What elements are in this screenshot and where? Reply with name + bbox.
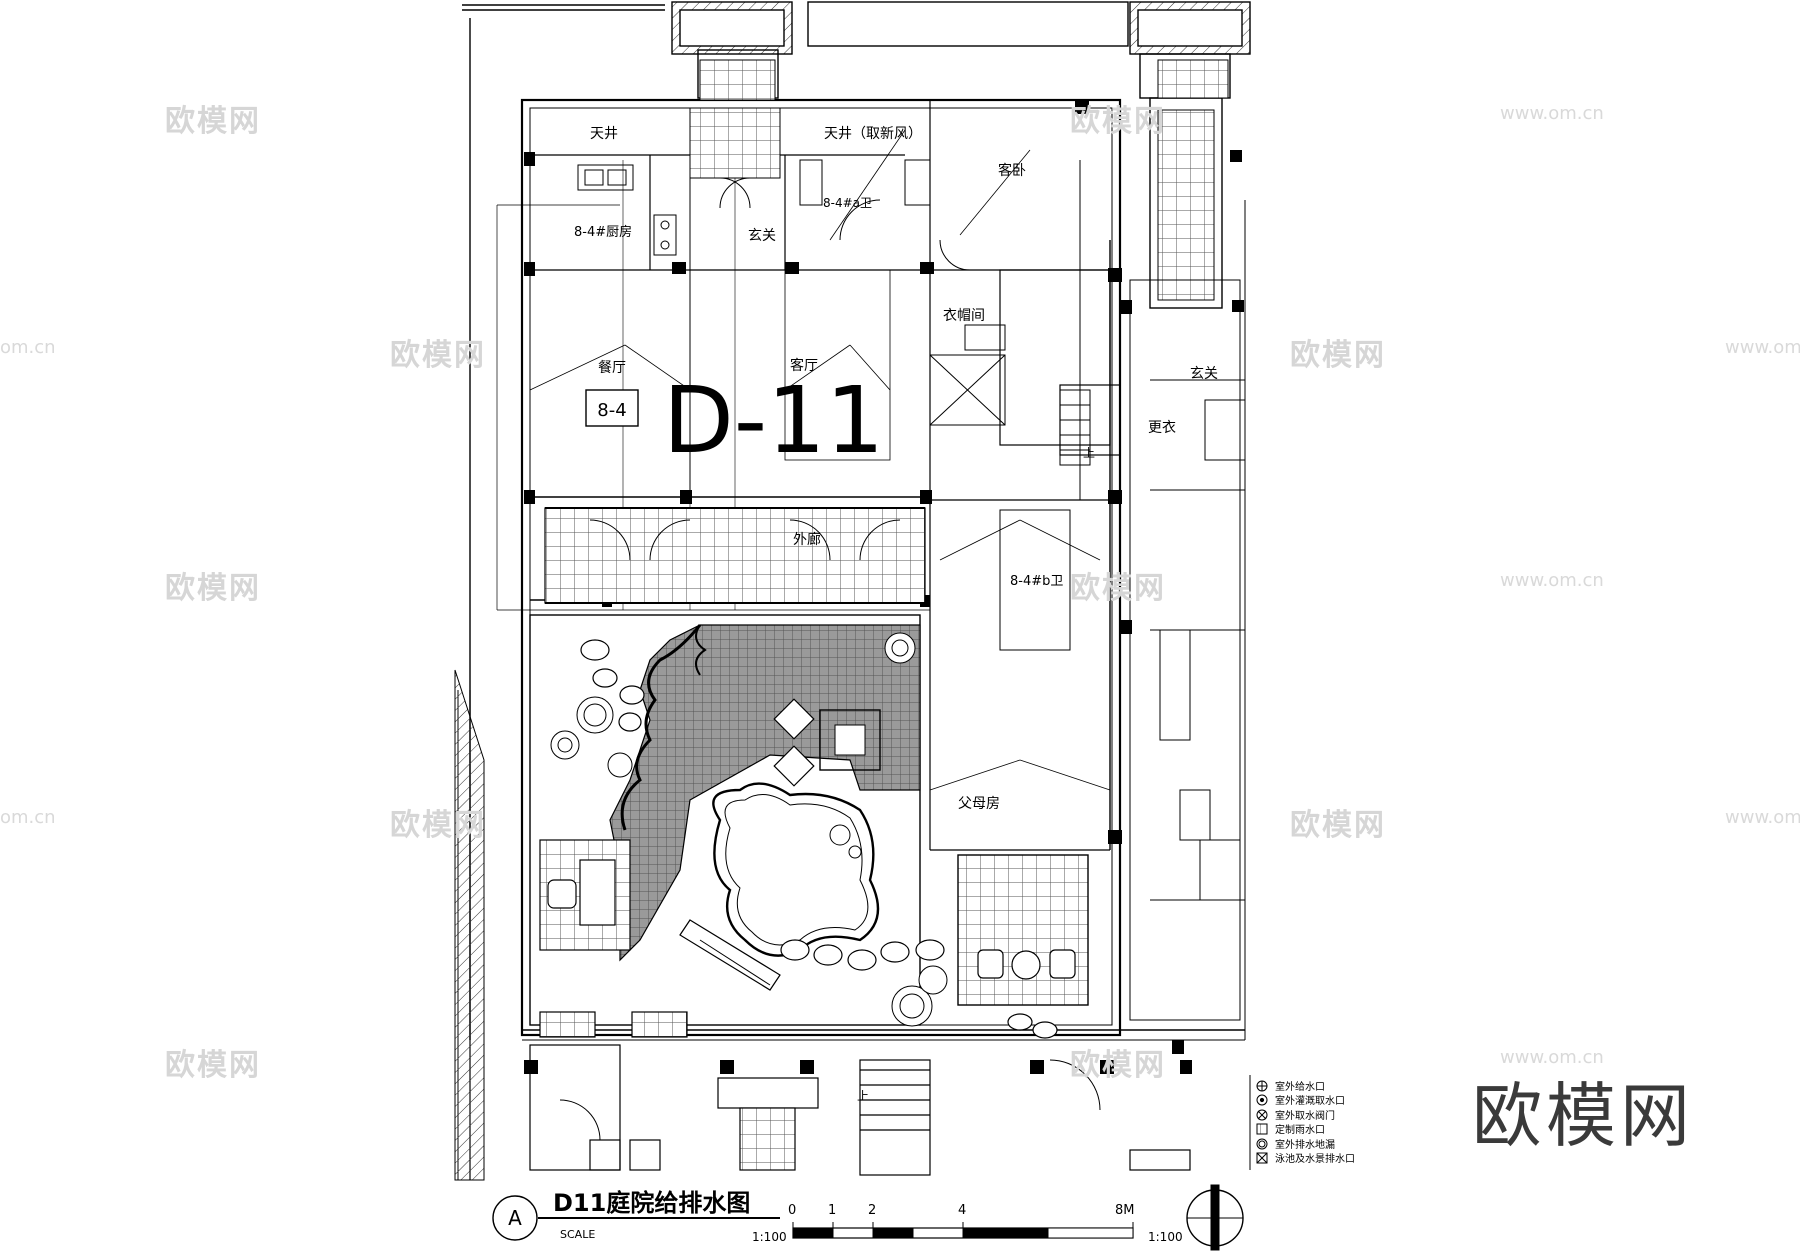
legend-item-irrigation: 室外灌溉取水口 — [1275, 1094, 1345, 1107]
top-structures — [462, 1, 1251, 1040]
watermark-url: www.om.cn — [1500, 570, 1604, 591]
scale-right: 1:100 — [1148, 1230, 1183, 1244]
watermark-url: om.cn — [0, 337, 56, 358]
scale-tick-2: 2 — [868, 1203, 876, 1218]
legend-item-floor-drain: 室外排水地漏 — [1275, 1138, 1335, 1151]
title-block — [492, 1184, 1244, 1251]
watermark-brand: 欧模网 — [390, 338, 486, 373]
label-foyer: 玄关 — [748, 227, 776, 244]
corridor-tiles — [544, 507, 926, 604]
watermark-brand: 欧模网 — [165, 1048, 261, 1083]
label-skylight-left: 天井 — [590, 126, 618, 142]
watermark-brand: 欧模网 — [1070, 571, 1166, 606]
courtyard — [529, 614, 1089, 1039]
title-marker: A — [508, 1206, 522, 1230]
label-skylight-fresh-air: 天井（取新风） — [824, 126, 922, 142]
watermark-brand: 欧模网 — [390, 808, 486, 843]
scale-left: 1:100 — [752, 1230, 787, 1244]
scale-tick-8m: 8M — [1115, 1203, 1135, 1218]
drawing-title: D11庭院给排水图 — [553, 1189, 750, 1217]
label-bath-b: 8-4#b卫 — [1010, 574, 1063, 589]
watermark-brand: 欧模网 — [1290, 338, 1386, 373]
legend-item-valve: 室外取水阀门 — [1275, 1109, 1335, 1122]
building-walls — [496, 97, 1246, 1041]
legend — [1249, 1075, 1268, 1170]
legend-text: 室外给水口 室外灌溉取水口 室外取水阀门 定制雨水口 室外排水地漏 泳池及水景排… — [1275, 1080, 1355, 1165]
watermark-url: om.cn — [0, 807, 56, 828]
room-labels: 天井 天井（取新风） 客卧 8-4#a卫 8-4#厨房 玄关 衣帽间 餐厅 客厅… — [574, 126, 1218, 1103]
label-guest-bedroom: 客卧 — [998, 162, 1026, 179]
watermark-brand-large: 欧模网 — [1472, 1075, 1694, 1157]
title-text: A D11庭院给排水图 SCALE 1:100 1:100 0 1 2 4 8M — [508, 1189, 1182, 1244]
label-cloakroom: 衣帽间 — [943, 308, 985, 324]
label-foyer-right: 玄关 — [1190, 365, 1218, 382]
label-dining: 餐厅 — [598, 360, 626, 376]
unit-tag-box — [585, 389, 639, 427]
watermark-brand: 欧模网 — [165, 104, 261, 139]
entry-skylight — [689, 59, 1229, 271]
watermark-brand: 欧模网 — [165, 571, 261, 606]
kitchen-fixtures — [577, 159, 1091, 466]
watermark-url: www.om.cn — [1725, 337, 1800, 358]
label-stair-up-2: 上 — [857, 1089, 869, 1103]
watermark-brand: 欧模网 — [1290, 808, 1386, 843]
scale-tick-0: 0 — [788, 1203, 796, 1218]
label-corridor: 外廊 — [793, 531, 821, 548]
plan-code: D-11 — [663, 367, 884, 474]
watermark-url: www.om.cn — [1500, 1047, 1604, 1068]
scale-tick-1: 1 — [828, 1203, 836, 1218]
watermark-brand: 欧模网 — [1070, 1048, 1166, 1083]
scale-tick-4: 4 — [958, 1203, 966, 1218]
scale-label: SCALE — [560, 1228, 595, 1241]
watermark-brand: 欧模网 — [1070, 104, 1166, 139]
legend-item-water-supply: 室外给水口 — [1275, 1080, 1325, 1093]
unit-tag: 8-4 — [597, 400, 626, 421]
label-stair-up-1: 上 — [1083, 446, 1095, 460]
label-parents-room: 父母房 — [958, 796, 1000, 812]
legend-item-rain-inlet: 定制雨水口 — [1275, 1123, 1325, 1136]
watermark-url: www.om.cn — [1725, 807, 1800, 828]
label-kitchen: 8-4#厨房 — [574, 224, 632, 240]
label-living: 客厅 — [790, 357, 818, 374]
legend-item-pool-drain: 泳池及水景排水口 — [1275, 1152, 1355, 1165]
label-bath-a: 8-4#a卫 — [823, 196, 872, 210]
watermark-url: www.om.cn — [1500, 103, 1604, 124]
left-boundary-wall — [454, 669, 485, 1181]
label-changing: 更衣 — [1148, 420, 1176, 436]
